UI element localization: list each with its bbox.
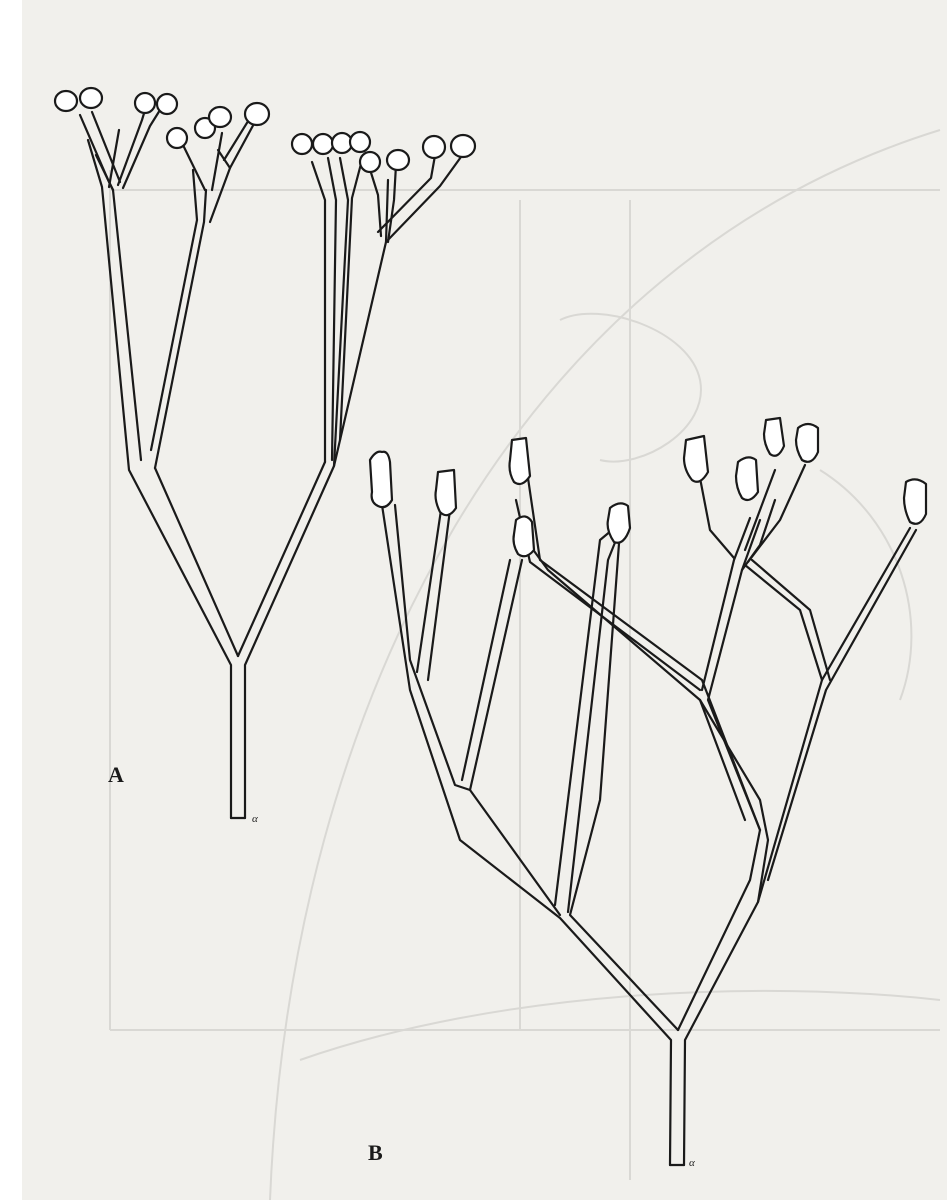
figure-label-a: A [108, 762, 124, 788]
scale-mark-b: α [689, 1157, 695, 1169]
bleed-through [110, 130, 940, 1200]
figure-label-b: B [368, 1140, 383, 1166]
specimen-a [55, 88, 475, 818]
scale-mark-a: α [252, 813, 258, 825]
